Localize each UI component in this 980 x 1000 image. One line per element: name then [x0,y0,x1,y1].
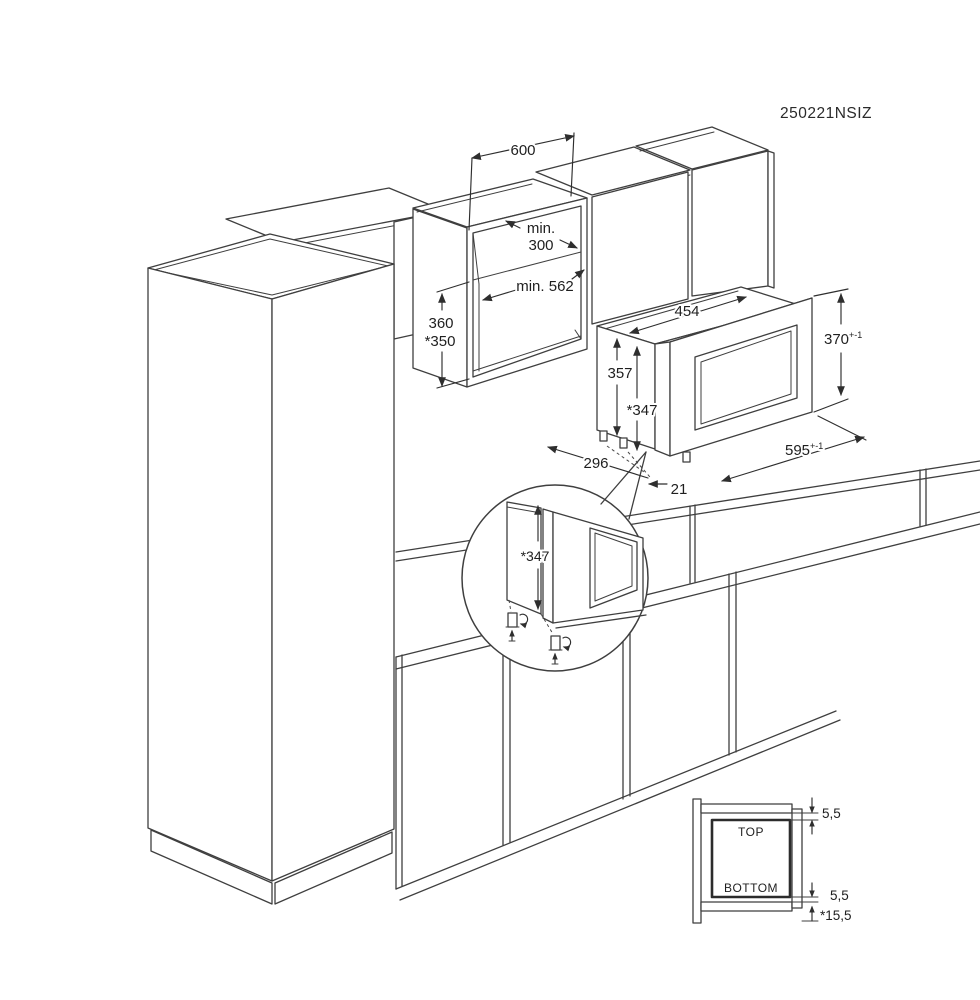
microwave-foot [682,451,691,463]
dim-gap-bottom: 5,5 [830,888,849,903]
dim-cabinet-width: 600 [510,142,535,159]
section-top-label: TOP [738,825,764,839]
dim-front-height: 370+-1 [824,330,862,348]
dim-niche-height-alt: *350 [425,333,456,350]
dim-mw-width: 454 [674,303,699,320]
wall-cabinets [225,126,775,388]
dim-detail-height: *347 [521,548,550,564]
detail-callout-wedge [600,451,647,520]
dim-mw-height: 357 [607,365,632,382]
dim-bottom-depth: 296 [583,455,608,472]
dim-min-label: min. [527,220,555,237]
dim-niche-height: 360 [428,315,453,332]
detail-circle: *347 [461,484,649,672]
dim-front-gap: 21 [671,481,688,498]
drawing-code: 250221NSIZ [780,105,872,122]
tall-cabinet [147,233,395,905]
microwave [596,286,813,478]
dim-min-height: 300 [528,237,553,254]
section-detail: TOP BOTTOM 5,5 5,5 *15,5 [692,797,854,925]
dim-min-depth: min. 562 [516,278,574,295]
microwave-foot [599,430,608,442]
adjustable-foot-icon [505,612,529,642]
dim-gap-bottom-adjusted: *15,5 [820,908,852,923]
dim-gap-top: 5,5 [822,806,841,821]
section-bottom-label: BOTTOM [724,881,778,895]
niche-cabinet [466,197,588,388]
dimension-annotations: 600 min. 300 min. 562 360 *350 454 357 *… [423,132,867,500]
dim-mw-height-adjusted: *347 [627,402,658,419]
dim-front-width: 595+-1 [785,441,823,459]
adjustable-foot-icon [548,635,572,665]
microwave-foot [619,437,628,449]
